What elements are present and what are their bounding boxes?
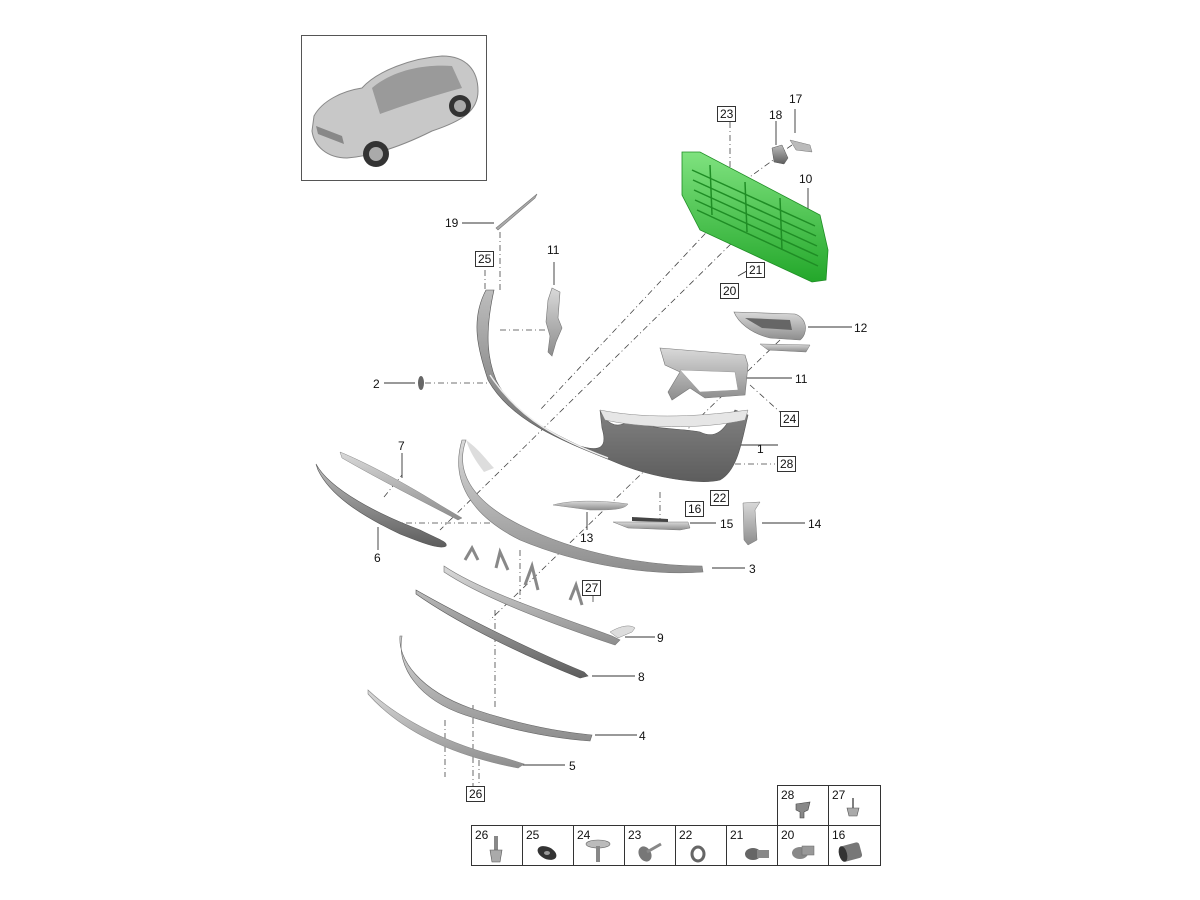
part-11-left-bracket[interactable]: [545, 287, 563, 357]
callout-15[interactable]: 15: [720, 517, 734, 531]
sleeve-nut-icon: [838, 842, 863, 862]
callout-4[interactable]: 4: [639, 729, 646, 743]
callout-13[interactable]: 13: [580, 531, 594, 545]
sensor-bracket-icon: [792, 845, 815, 859]
part-8-lower-strip[interactable]: [415, 589, 589, 679]
part-13-trim-piece[interactable]: [552, 500, 629, 511]
part-10-radiator-grille-highlighted[interactable]: [681, 151, 829, 283]
push-clip-icon: [795, 801, 811, 819]
callout-leader-lines: [377, 109, 852, 766]
washer-screw-icon: [537, 846, 557, 860]
callout-11-left[interactable]: 11: [547, 243, 560, 257]
part-3-edge: [466, 440, 494, 472]
legend-cell-21[interactable]: 21: [726, 825, 778, 866]
legend-cell-26[interactable]: 26: [471, 825, 523, 866]
mushroom-rivet-icon: [585, 839, 611, 862]
car-overview-icon: [311, 55, 479, 167]
part-9-carrier[interactable]: [443, 544, 636, 646]
legend-number: 21: [730, 828, 744, 842]
callout-18[interactable]: 18: [769, 108, 783, 122]
callout-23[interactable]: 23: [717, 106, 737, 122]
legend-number: 24: [577, 828, 591, 842]
callout-7[interactable]: 7: [398, 439, 405, 453]
callout-6[interactable]: 6: [374, 551, 381, 565]
callout-22[interactable]: 22: [710, 490, 730, 506]
legend-number: 22: [679, 828, 693, 842]
legend-cell-27[interactable]: 27: [828, 785, 881, 826]
part-7-upper-trim[interactable]: [339, 451, 463, 521]
legend-number: 28: [781, 788, 795, 802]
callout-21[interactable]: 21: [746, 262, 766, 278]
legend-cell-16[interactable]: 16: [828, 825, 881, 866]
part-4-under-spoiler[interactable]: [399, 635, 593, 742]
legend-number: 26: [475, 828, 489, 842]
part-6-lower-grille[interactable]: [315, 463, 447, 548]
callout-24[interactable]: 24: [780, 411, 800, 427]
callout-5[interactable]: 5: [569, 759, 576, 773]
part-12-fog-light-grille[interactable]: [733, 311, 811, 353]
callout-27[interactable]: 27: [582, 580, 602, 596]
part-3-front-spoiler[interactable]: [458, 439, 704, 574]
legend-number: 20: [781, 828, 795, 842]
callout-17[interactable]: 17: [789, 92, 803, 106]
part-15-lower-trim[interactable]: [612, 517, 691, 531]
callout-2[interactable]: 2: [373, 377, 380, 391]
callout-20[interactable]: 20: [720, 283, 740, 299]
legend-cell-20[interactable]: 20: [777, 825, 829, 866]
legend-number: 23: [628, 828, 642, 842]
callout-11-right[interactable]: 11: [795, 372, 808, 386]
legend-cell-25[interactable]: 25: [522, 825, 574, 866]
part-17-bracket[interactable]: [789, 139, 813, 153]
grommet-ring-icon: [690, 845, 706, 863]
legend-cell-23[interactable]: 23: [624, 825, 676, 866]
legend-number: 25: [526, 828, 540, 842]
legend-cell-24[interactable]: 24: [573, 825, 625, 866]
screw-icon: [638, 842, 662, 862]
callout-3[interactable]: 3: [749, 562, 756, 576]
callout-28[interactable]: 28: [777, 456, 797, 472]
callout-16[interactable]: 16: [685, 501, 705, 517]
callout-8[interactable]: 8: [638, 670, 645, 684]
part-18-clip[interactable]: [771, 144, 789, 165]
legend-cell-22[interactable]: 22: [675, 825, 727, 866]
callout-10[interactable]: 10: [799, 172, 813, 186]
pin-clip-icon: [846, 798, 860, 817]
callout-25[interactable]: 25: [475, 251, 495, 267]
callout-14[interactable]: 14: [808, 517, 822, 531]
part-19-trim-strip[interactable]: [495, 193, 538, 231]
callout-9[interactable]: 9: [657, 631, 664, 645]
callout-26[interactable]: 26: [466, 786, 486, 802]
legend-cell-28[interactable]: 28: [777, 785, 829, 826]
vehicle-thumbnail: [301, 35, 487, 181]
callout-1[interactable]: 1: [757, 442, 764, 456]
sensor-holder-icon: [745, 848, 769, 860]
callout-12[interactable]: 12: [854, 321, 868, 335]
legend-number: 16: [832, 828, 846, 842]
part-11-right-air-duct[interactable]: [659, 347, 749, 401]
expansion-rivet-icon: [489, 836, 503, 863]
part-1-bumper-cover[interactable]: [476, 289, 749, 482]
legend-number: 27: [832, 788, 846, 802]
part-2-grommet[interactable]: [418, 376, 424, 390]
part-5-splitter[interactable]: [367, 689, 525, 769]
part-14-side-trim[interactable]: [742, 501, 761, 546]
callout-19[interactable]: 19: [445, 216, 459, 230]
